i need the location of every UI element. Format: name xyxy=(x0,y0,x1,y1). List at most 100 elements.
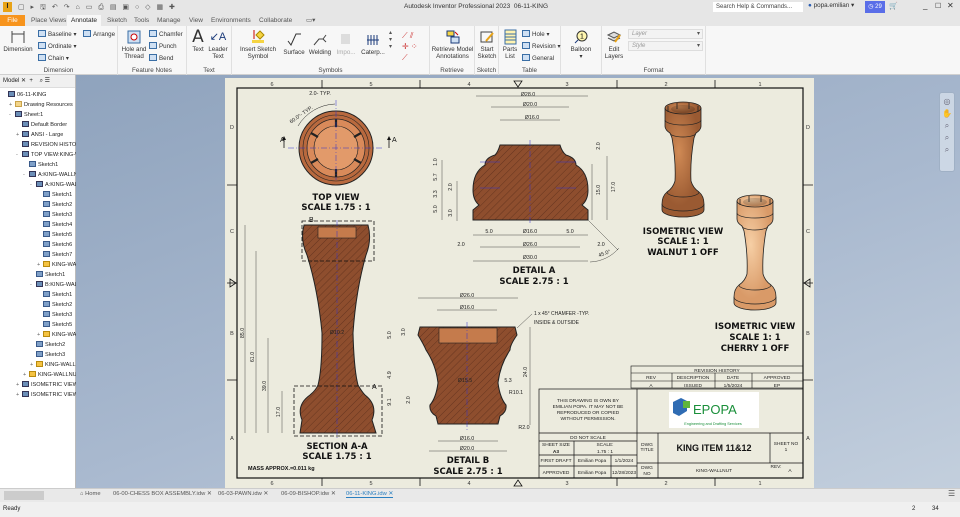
caterpillar-button[interactable]: Caterp... xyxy=(360,32,386,56)
tab-environments[interactable]: Environments xyxy=(211,17,251,24)
surface-button[interactable]: Surface xyxy=(282,32,306,56)
top-view[interactable]: A A 2.0- TYP. 60.0°- TYP. TOP VIEW SCALE… xyxy=(280,91,397,213)
detail-a-view[interactable]: Ø28.0 Ø20.0 Ø16.0 2.0 1.0 5.7 2.0 3.3 5.… xyxy=(433,92,620,287)
tree-node[interactable]: REVISION HISTORY xyxy=(16,140,84,150)
tab-bishop[interactable]: 06-09-BISHOP.idw ✕ xyxy=(281,491,336,497)
tree-node[interactable]: Sketch2 xyxy=(30,340,65,350)
general-table-button[interactable]: General xyxy=(522,54,554,62)
ordinate-button[interactable]: Ordinate ▾ xyxy=(38,42,77,50)
tree-node[interactable]: Sketch2 xyxy=(37,300,72,310)
tree-node[interactable]: Sketch5 xyxy=(37,320,72,330)
detail-b-view[interactable]: Ø26.0 Ø16.0 5.0 3.0 4.9 9.1 2.0 Ø15.5 5.… xyxy=(387,293,589,477)
tree-node[interactable]: Sketch3 xyxy=(37,210,72,220)
tab-sketch[interactable]: Sketch xyxy=(107,17,127,24)
collapse-icon[interactable]: - xyxy=(16,152,18,158)
layer-select[interactable]: Layer xyxy=(628,29,703,39)
inventor-logo-icon[interactable]: I xyxy=(3,2,12,12)
tree-node[interactable]: +KING-WALLNL xyxy=(30,360,83,370)
subscription-badge[interactable]: ◷ 29 xyxy=(865,1,885,13)
tree-node[interactable]: Sketch1 xyxy=(23,160,58,170)
hole-table-button[interactable]: Hole ▾ xyxy=(522,30,550,38)
zoom-all-icon[interactable]: ⌕ xyxy=(944,145,950,154)
maximize-button[interactable]: ☐ xyxy=(935,3,942,10)
menu-icon[interactable]: ☰ xyxy=(44,78,51,84)
search-icon[interactable]: ⌕ xyxy=(39,78,43,84)
close-icon[interactable]: ✕ xyxy=(21,78,27,84)
close-button[interactable]: ✕ xyxy=(947,1,954,10)
pan-icon[interactable]: ✋ xyxy=(942,109,952,118)
tree-node[interactable]: Sketch6 xyxy=(37,240,72,250)
tab-manage[interactable]: Manage xyxy=(157,17,181,24)
expand-icon[interactable]: + xyxy=(37,332,41,338)
tree-node[interactable]: Sketch4 xyxy=(37,220,72,230)
tree-node[interactable]: Sketch1 xyxy=(37,290,72,300)
retrieve-model-annotations-button[interactable]: Retrieve Model Annotations xyxy=(431,29,474,60)
edit-layers-button[interactable]: Edit Layers xyxy=(603,29,625,60)
ribbon-options-icon[interactable]: ▭▾ xyxy=(306,17,316,24)
tree-node[interactable]: +KING-WAL xyxy=(37,330,79,340)
bend-button[interactable]: Bend xyxy=(149,54,173,62)
zoom-icon[interactable]: ⌕ xyxy=(944,121,950,130)
tree-node[interactable]: Sketch7 xyxy=(37,250,72,260)
baseline-button[interactable]: Baseline ▾ xyxy=(38,30,77,38)
symbols-gallery-scroll[interactable]: ▴▾▾ xyxy=(389,30,393,50)
tab-home[interactable]: ⌂ Home xyxy=(80,491,101,497)
tree-node[interactable]: Sketch3 xyxy=(37,310,72,320)
tab-place-views[interactable]: Place Views xyxy=(31,17,67,24)
search-help-input[interactable]: Search Help & Commands... xyxy=(713,2,803,12)
tab-annotate[interactable]: Annotate xyxy=(67,15,102,26)
tabs-menu-icon[interactable]: ☰ xyxy=(948,489,956,498)
tab-pawn[interactable]: 06-03-PAWN.idw ✕ xyxy=(218,491,269,497)
tree-node[interactable]: -A:KING-WALL xyxy=(30,180,81,190)
expand-icon[interactable]: + xyxy=(37,262,41,268)
import-button[interactable]: Impo... xyxy=(334,32,358,56)
tree-node[interactable]: +KING-WALLNUT xyxy=(23,370,80,380)
minimize-button[interactable]: _ xyxy=(923,1,928,10)
dimension-button[interactable]: Dimension xyxy=(3,29,33,53)
expand-icon[interactable]: + xyxy=(16,132,20,138)
parts-list-button[interactable]: Parts List xyxy=(500,29,520,60)
chain-button[interactable]: Chain ▾ xyxy=(38,54,69,62)
expand-icon[interactable]: + xyxy=(9,102,13,108)
tab-king[interactable]: 06-11-KING.idw ✕ xyxy=(346,491,394,498)
tab-file[interactable]: File xyxy=(0,15,25,26)
add-tab-icon[interactable]: + xyxy=(29,78,33,84)
tree-node[interactable]: -TOP VIEW:KING-WA xyxy=(16,150,84,160)
tree-node[interactable]: Sketch1 xyxy=(30,270,65,280)
tree-node[interactable]: +KING-WAL xyxy=(37,260,79,270)
tab-tools[interactable]: Tools xyxy=(134,17,150,24)
collapse-icon[interactable]: - xyxy=(30,182,32,188)
steering-wheel-icon[interactable]: ◎ xyxy=(943,97,951,106)
tree-node[interactable]: +Drawing Resources xyxy=(9,100,73,110)
isometric-view-cherry[interactable]: ISOMETRIC VIEW SCALE 1: 1 CHERRY 1 OFF xyxy=(715,194,796,354)
revision-table-button[interactable]: Revision ▾ xyxy=(522,42,561,50)
tree-node[interactable]: -Sheet:1 xyxy=(9,110,43,120)
collapse-icon[interactable]: - xyxy=(9,112,11,118)
chamfer-button[interactable]: Chamfer xyxy=(149,30,183,38)
user-account[interactable]: ● popa.emilian ▾ xyxy=(808,2,855,9)
browser-tab-model[interactable]: Model xyxy=(3,78,20,84)
isometric-view-walnut[interactable]: ISOMETRIC VIEW SCALE 1: 1 WALNUT 1 OFF xyxy=(643,101,724,258)
welding-button[interactable]: Welding xyxy=(308,32,332,56)
start-sketch-button[interactable]: Start Sketch xyxy=(476,29,498,60)
section-view-a-a[interactable]: B A 85.0 61.0 39.0 17.0 Ø10.2 SECTION A-… xyxy=(240,217,383,462)
tree-node[interactable]: Default Border xyxy=(16,120,67,130)
tree-node[interactable]: Sketch5 xyxy=(37,230,72,240)
expand-icon[interactable]: + xyxy=(23,372,27,378)
cart-icon[interactable]: 🛒 xyxy=(889,3,898,10)
punch-button[interactable]: Punch xyxy=(149,42,177,50)
quick-access-toolbar[interactable]: ▢ ▸ 🖫 ↶ ↷ ⌂ ▭ ⎙ ▤ ▣ ○ ◇ ▦ ✚ xyxy=(18,4,177,11)
tree-node[interactable]: -A:KING-WALLNUT xyxy=(23,170,85,180)
tree-node[interactable]: -B:KING-WALLI xyxy=(30,280,82,290)
hole-thread-button[interactable]: Hole and Thread xyxy=(120,29,148,60)
tree-node[interactable]: +ISOMETRIC VIEW:KI xyxy=(16,390,85,400)
tree-node[interactable]: Sketch1 xyxy=(37,190,72,200)
expand-icon[interactable]: + xyxy=(30,362,34,368)
tab-collaborate[interactable]: Collaborate xyxy=(259,17,293,24)
tab-chess-box-assembly[interactable]: 06-00-CHESS BOX ASSEMBLY.idw ✕ xyxy=(113,491,212,497)
horizontal-scrollbar[interactable] xyxy=(4,491,44,500)
tree-node[interactable]: +ANSI - Large xyxy=(16,130,63,140)
